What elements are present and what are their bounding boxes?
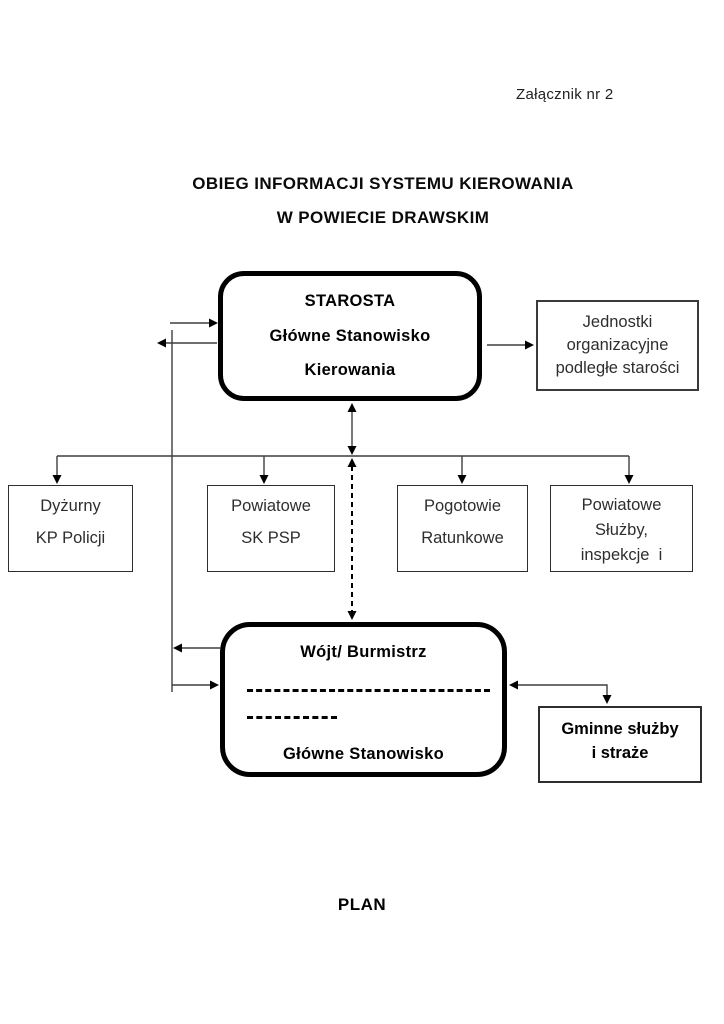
arrowhead-down-into-gminne [602, 695, 612, 704]
service-line: SK PSP [241, 529, 301, 547]
service-line: KP Policji [35, 529, 106, 547]
arrowhead-down-into-sluzby [624, 475, 634, 484]
arrowhead-down-into-pogotowie [457, 475, 467, 484]
page-title-line1: OBIEG INFORMACJI SYSTEMU KIEROWANIA [192, 174, 574, 193]
gminne-sluzby-box: Gminne służby i straże [538, 706, 702, 783]
service-line: Dyżurny [40, 497, 101, 515]
service-box-pogotowie: Pogotowie Ratunkowe [397, 485, 528, 572]
arrowhead-right-into-wojt [210, 680, 219, 690]
service-box-sk-psp: Powiatowe SK PSP [207, 485, 335, 572]
page-title-line2: W POWIECIE DRAWSKIM [276, 208, 490, 227]
jednostki-line1: Jednostki [582, 313, 653, 331]
service-line: Pogotowie [423, 497, 502, 515]
service-line: Powiatowe [231, 497, 311, 515]
annex-label: Załącznik nr 2 [516, 86, 614, 103]
wojt-subtitle: Główne Stanowisko [283, 745, 444, 763]
service-line: Powiatowe [581, 496, 662, 514]
jednostki-line3: podległe starości [555, 359, 680, 377]
arrowhead-up-dashed [347, 458, 357, 467]
arrowhead-left-from-starosta [157, 338, 166, 348]
wojt-burmistrz-box: Wójt/ Burmistrz Główne Stanowisko [220, 622, 507, 777]
arrowhead-right-into-jednostki [525, 340, 534, 350]
service-line: Ratunkowe [421, 529, 504, 547]
service-box-sluzby-inspekcje: Powiatowe Służby, inspekcje i [550, 485, 693, 572]
dashed-separator-long [247, 689, 490, 692]
arrowhead-left-from-wojt [173, 643, 182, 653]
footer-plan-label: PLAN [337, 895, 387, 914]
gminne-line1: Gminne służby [561, 720, 679, 738]
service-line: inspekcje i [580, 546, 663, 564]
arrowhead-down-into-wojt [347, 611, 357, 620]
arrowhead-down-into-sk-psp [259, 475, 269, 484]
starosta-line2: Główne Stanowisko [269, 326, 431, 345]
arrowhead-right-into-starosta [209, 318, 218, 328]
starosta-box: STAROSTA Główne Stanowisko Kierowania [218, 271, 482, 401]
arrowhead-down-to-bus [347, 446, 357, 455]
jednostki-line2: organizacyjne [566, 336, 669, 354]
gminne-line2: i straże [591, 744, 649, 762]
service-box-kp-policji: Dyżurny KP Policji [8, 485, 133, 572]
arrowhead-up-to-starosta [347, 403, 357, 412]
starosta-line3: Kierowania [304, 361, 396, 380]
arrowhead-down-into-policja [52, 475, 62, 484]
service-line: Służby, [595, 521, 648, 539]
arrowhead-left-into-wojt-side [509, 680, 518, 690]
wojt-title: Wójt/ Burmistrz [300, 643, 427, 661]
jednostki-box: Jednostki organizacyjne podległe starośc… [536, 300, 699, 391]
starosta-line1: STAROSTA [304, 291, 396, 310]
dashed-separator-short [247, 716, 337, 719]
